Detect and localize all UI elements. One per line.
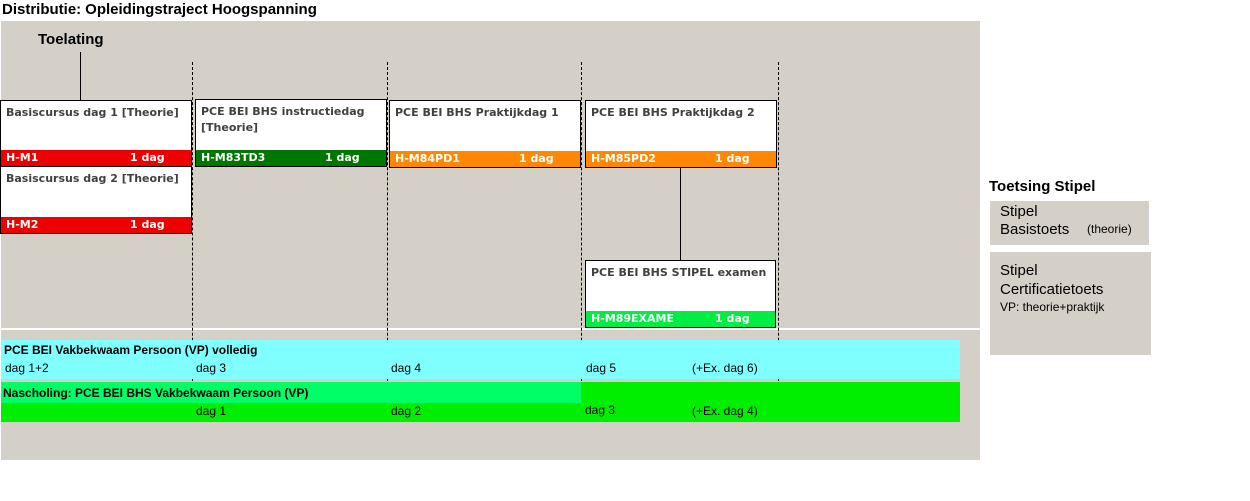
module-name: Basiscursus dag 2 [Theorie]	[6, 172, 179, 185]
module-code: H-M85PD2	[591, 152, 656, 165]
certificatietoets-box: Stipel Certificatietoets VP: theorie+pra…	[990, 252, 1151, 355]
module-name: PCE BEI BHS instructiedag [Theorie]	[201, 105, 365, 134]
module-bar: H-M85PD2 1 dag	[586, 151, 776, 167]
module-name: Basiscursus dag 1 [Theorie]	[6, 106, 179, 119]
vp-day-label: dag 5	[586, 361, 617, 375]
nascholing-day-label: (+Ex. dag 4)	[692, 404, 758, 418]
nascholing-title: Nascholing: PCE BEI BHS Vakbekwaam Perso…	[3, 386, 309, 400]
certificatietoets-line2: Certificatietoets	[1000, 281, 1104, 298]
exam-connector	[680, 168, 681, 260]
vp-day-label: dag 4	[391, 361, 422, 375]
module-name: PCE BEI BHS STIPEL examen	[591, 266, 767, 279]
nascholing-day-label: dag 2	[391, 404, 422, 418]
toetsing-heading: Toetsing Stipel	[989, 178, 1096, 195]
toelating-label: Toelating	[38, 31, 104, 48]
vp-day-label: (+Ex. dag 6)	[692, 361, 758, 375]
nascholing-header	[1, 382, 581, 403]
certificatietoets-note: VP: theorie+praktijk	[1000, 300, 1105, 314]
basistoets-line1: Stipel	[1000, 203, 1038, 220]
horizontal-separator	[1, 328, 980, 330]
module-duration: 1 dag	[325, 151, 360, 164]
vp-day-label: dag 3	[196, 361, 227, 375]
module-bar: H-M83TD3 1 dag	[196, 150, 386, 166]
module-bar: H-M89EXAME 1 dag	[586, 311, 775, 327]
module-card-h-m83td3[interactable]: PCE BEI BHS instructiedag [Theorie] H-M8…	[195, 99, 387, 167]
module-card-h-m2[interactable]: Basiscursus dag 2 [Theorie] H-M2 1 dag	[0, 166, 192, 234]
module-card-h-m84pd1[interactable]: PCE BEI BHS Praktijkdag 1 H-M84PD1 1 dag	[389, 100, 581, 168]
page-title: Distributie:Opleidingstraject Hoogspanni…	[2, 1, 321, 18]
vp-day-label: dag 1+2	[5, 361, 49, 375]
module-name: PCE BEI BHS Praktijkdag 1	[395, 106, 559, 119]
day-separator	[778, 62, 779, 421]
toelating-connector	[80, 52, 81, 101]
module-duration: 1 dag	[130, 151, 165, 164]
module-code: H-M84PD1	[395, 152, 460, 165]
nascholing-day-label: dag 3	[585, 403, 616, 417]
module-code: H-M83TD3	[201, 151, 266, 164]
module-name: PCE BEI BHS Praktijkdag 2	[591, 106, 755, 119]
day-separator	[387, 62, 388, 421]
module-card-h-m1[interactable]: Basiscursus dag 1 [Theorie] H-M1 1 dag	[0, 100, 192, 167]
module-duration: 1 dag	[519, 152, 554, 165]
basistoets-note: (theorie)	[1087, 222, 1132, 236]
module-bar: H-M2 1 dag	[1, 217, 191, 233]
module-duration: 1 dag	[715, 312, 750, 325]
module-card-h-m85pd2[interactable]: PCE BEI BHS Praktijkdag 2 H-M85PD2 1 dag	[585, 100, 777, 168]
module-bar: H-M84PD1 1 dag	[390, 151, 580, 167]
module-duration: 1 dag	[130, 218, 165, 231]
certificatietoets-line1: Stipel	[1000, 262, 1038, 279]
day-separator	[581, 62, 582, 421]
module-code: H-M1	[6, 151, 39, 164]
nascholing-day-label: dag 1	[196, 404, 227, 418]
day-separator	[192, 62, 193, 421]
vp-volledig-title: PCE BEI Vakbekwaam Persoon (VP) volledig	[4, 343, 258, 357]
module-code: H-M89EXAME	[591, 312, 674, 325]
basistoets-box: Stipel Basistoets (theorie)	[990, 201, 1149, 245]
page-title-value: Opleidingstraject Hoogspanning	[85, 1, 317, 18]
page-title-label: Distributie:	[2, 1, 82, 18]
module-duration: 1 dag	[715, 152, 750, 165]
module-card-h-m89exame[interactable]: PCE BEI BHS STIPEL examen H-M89EXAME 1 d…	[585, 260, 776, 328]
vp-volledig-band	[1, 340, 960, 379]
basistoets-line2: Basistoets	[1000, 221, 1070, 238]
module-bar: H-M1 1 dag	[1, 150, 191, 166]
module-code: H-M2	[6, 218, 39, 231]
